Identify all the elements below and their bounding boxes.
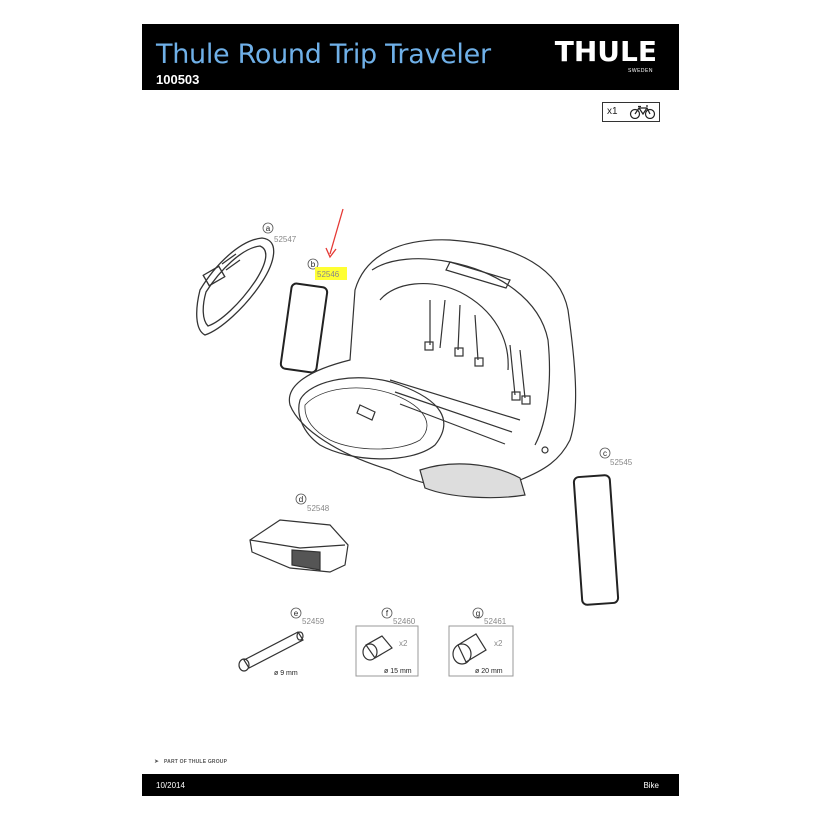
document-title: Thule Round Trip Traveler	[156, 39, 491, 70]
svg-text:52461: 52461	[484, 617, 507, 626]
part-label-d: d 52548	[295, 493, 330, 513]
part-g-box	[448, 625, 514, 677]
svg-text:x2: x2	[494, 639, 503, 648]
panel-c-drawing	[572, 474, 620, 606]
footer-date: 10/2014	[156, 781, 185, 790]
svg-text:b: b	[311, 260, 316, 269]
bike-icon	[629, 105, 656, 119]
thule-group-icon: ➤	[154, 759, 160, 765]
svg-text:g: g	[476, 609, 480, 618]
svg-text:52547: 52547	[274, 235, 297, 244]
svg-text:x2: x2	[399, 639, 408, 648]
panel-b-drawing	[279, 282, 329, 374]
svg-text:d: d	[299, 495, 303, 504]
header-bar: Thule Round Trip Traveler 100503 THULE S…	[142, 24, 679, 90]
part-label-b: b 52546	[307, 258, 347, 280]
svg-text:a: a	[266, 224, 271, 233]
quantity-label: x1	[607, 106, 618, 117]
pouch-drawing	[249, 519, 349, 573]
part-label-c: c 52545	[599, 447, 633, 467]
plug-f-drawing	[362, 635, 393, 661]
svg-text:52545: 52545	[610, 458, 633, 467]
part-label-g: g 52461 x2 ø 20 mm	[472, 607, 507, 675]
svg-text:ø 9 mm: ø 9 mm	[274, 670, 298, 677]
product-code: 100503	[156, 72, 200, 87]
quantity-box: x1	[602, 102, 660, 122]
svg-text:52546: 52546	[317, 270, 340, 279]
svg-text:ø 15 mm: ø 15 mm	[384, 668, 412, 675]
plug-g-drawing	[452, 633, 487, 665]
thule-logo: THULE	[554, 35, 657, 68]
red-arrow	[325, 208, 344, 259]
footer-bar: 10/2014 Bike	[142, 774, 679, 796]
strap-drawing	[196, 237, 275, 336]
svg-text:ø 20 mm: ø 20 mm	[475, 668, 503, 675]
svg-text:e: e	[294, 609, 299, 618]
bolt-e-drawing	[238, 631, 304, 672]
svg-text:52459: 52459	[302, 617, 325, 626]
bag-drawing	[288, 239, 577, 499]
footer-category: Bike	[643, 781, 659, 790]
svg-text:52460: 52460	[393, 617, 416, 626]
logo-subtext: SWEDEN	[628, 68, 653, 74]
part-label-e: e 52459 ø 9 mm	[274, 607, 325, 677]
part-label-a: a 52547	[262, 222, 297, 244]
svg-text:c: c	[603, 449, 607, 458]
part-f-box	[355, 625, 419, 677]
part-label-f: f 52460 x2 ø 15 mm	[381, 607, 416, 675]
thule-group-label: PART OF THULE GROUP	[164, 759, 228, 765]
svg-text:52548: 52548	[307, 504, 330, 513]
svg-text:f: f	[386, 609, 389, 618]
